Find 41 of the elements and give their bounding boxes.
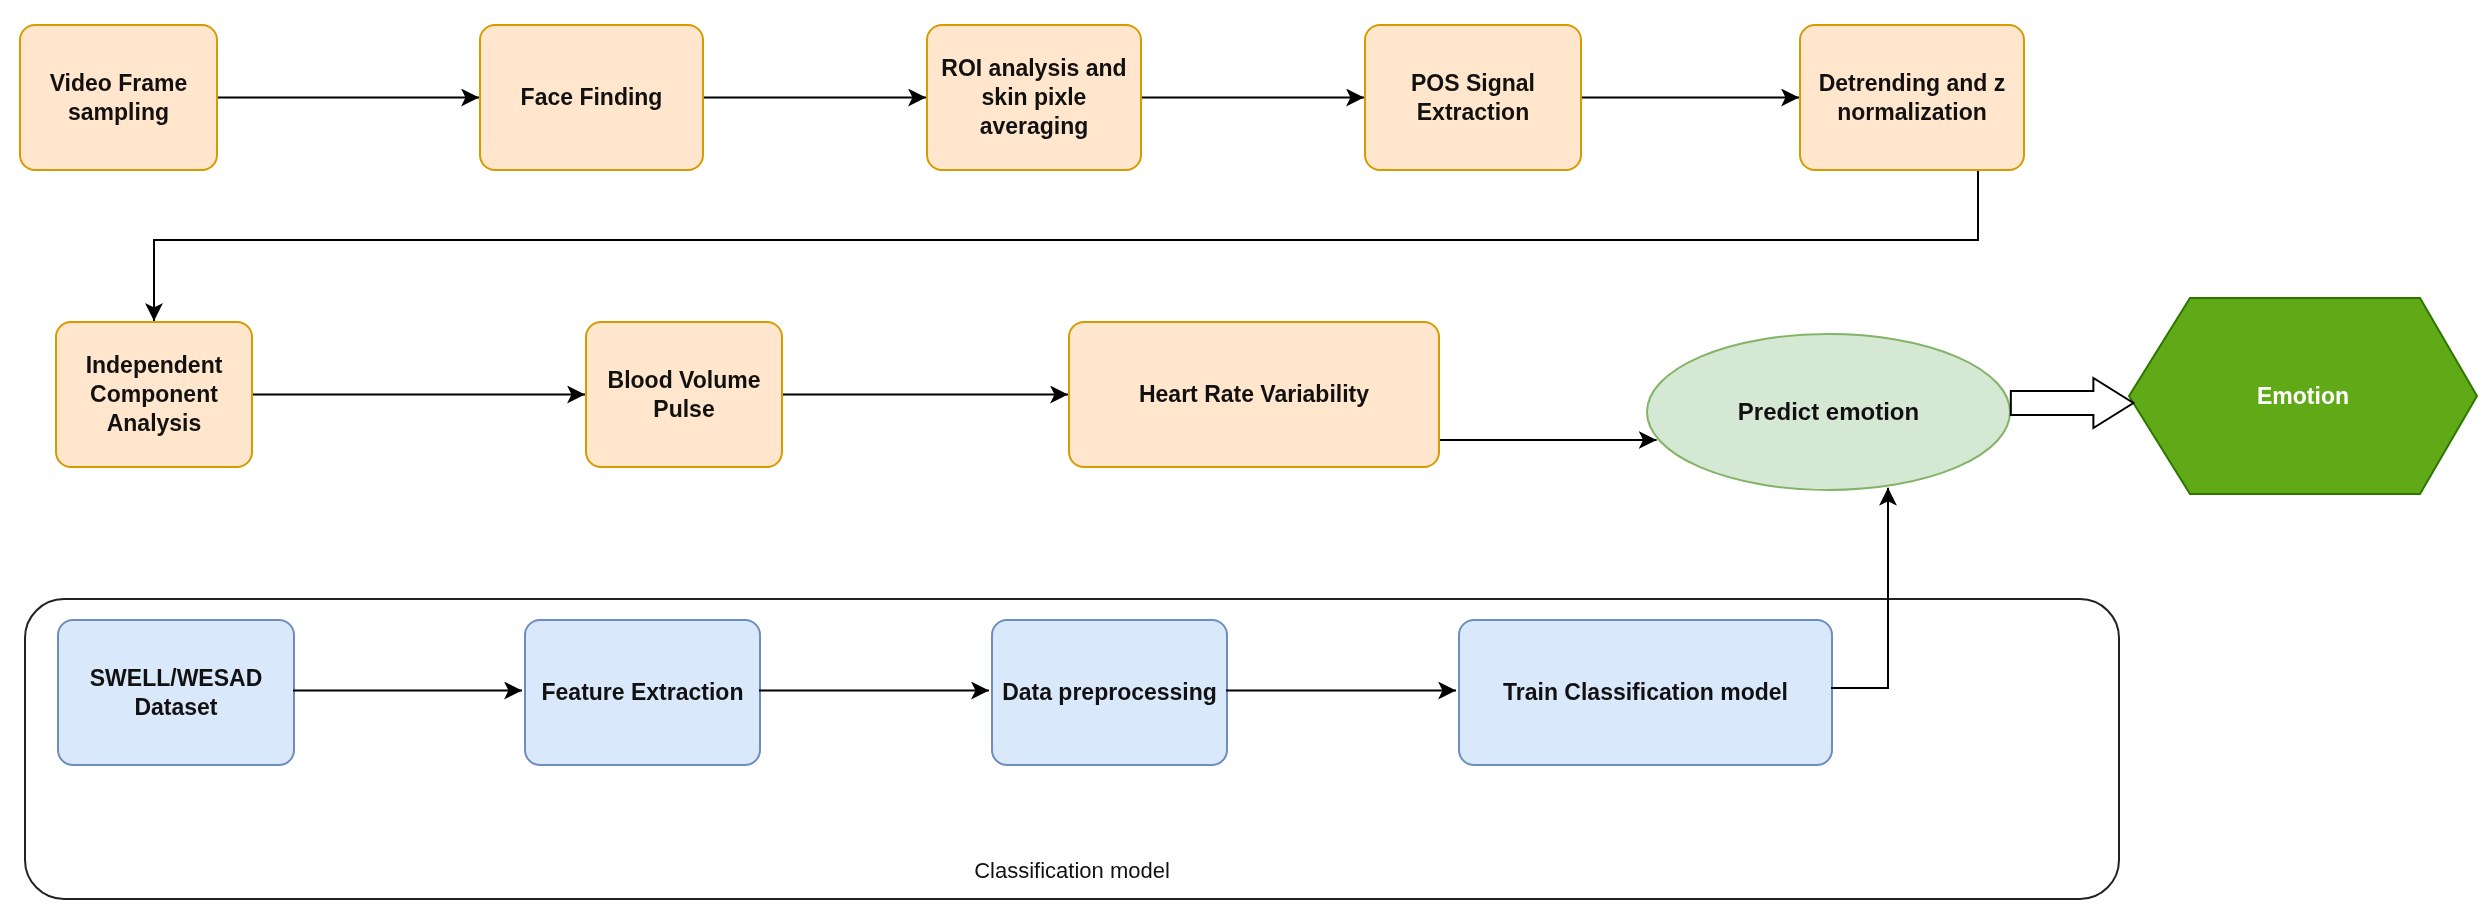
node-label: Feature Extraction: [540, 678, 745, 707]
node-label: Independent Component Analysis: [84, 351, 224, 438]
process-box: [19, 24, 218, 171]
process-box: [524, 619, 761, 766]
node-label: ROI analysis and skin pixle averaging: [940, 54, 1128, 141]
node-label: Face Finding: [519, 83, 664, 112]
process-box: [55, 321, 253, 468]
process-box: [1068, 321, 1440, 468]
process-box: [479, 24, 704, 171]
node-label: Detrending and z normalization: [1817, 68, 2007, 127]
node-label: Train Classification model: [1502, 678, 1789, 707]
arrow: [217, 88, 480, 107]
process-box: [991, 619, 1228, 766]
arrow: [252, 385, 586, 404]
process-box: [926, 24, 1142, 171]
arrow: [1141, 88, 1365, 107]
arrow: [782, 385, 1069, 404]
arrow: [703, 88, 927, 107]
process-box: [57, 619, 295, 766]
arrow: [2009, 376, 2136, 430]
arrow: [292, 681, 523, 700]
arrow: [1225, 681, 1457, 700]
arrow: [1830, 486, 1897, 689]
node-label: POS Signal Extraction: [1410, 68, 1536, 127]
group-container: [24, 598, 2120, 900]
arrow: [1439, 431, 1658, 449]
node-label: Heart Rate Variability: [1137, 380, 1371, 409]
process-box: [1458, 619, 1833, 766]
node-label: Blood Volume Pulse: [606, 365, 762, 424]
node-label: SWELL/WESAD Dataset: [88, 663, 264, 722]
node-label: Data preprocessing: [1001, 678, 1218, 707]
process-box: [1364, 24, 1582, 171]
arrow: [758, 681, 990, 700]
process-box: [1799, 24, 2025, 171]
arrow: [1581, 88, 1800, 107]
node-label: Predict emotion: [1736, 397, 1921, 427]
process-box: [585, 321, 783, 468]
node-label: Video Frame sampling: [48, 68, 189, 127]
arrow: [145, 170, 1979, 322]
group-title: Classification model: [973, 856, 1171, 884]
node-label: Emotion: [2256, 381, 2350, 411]
